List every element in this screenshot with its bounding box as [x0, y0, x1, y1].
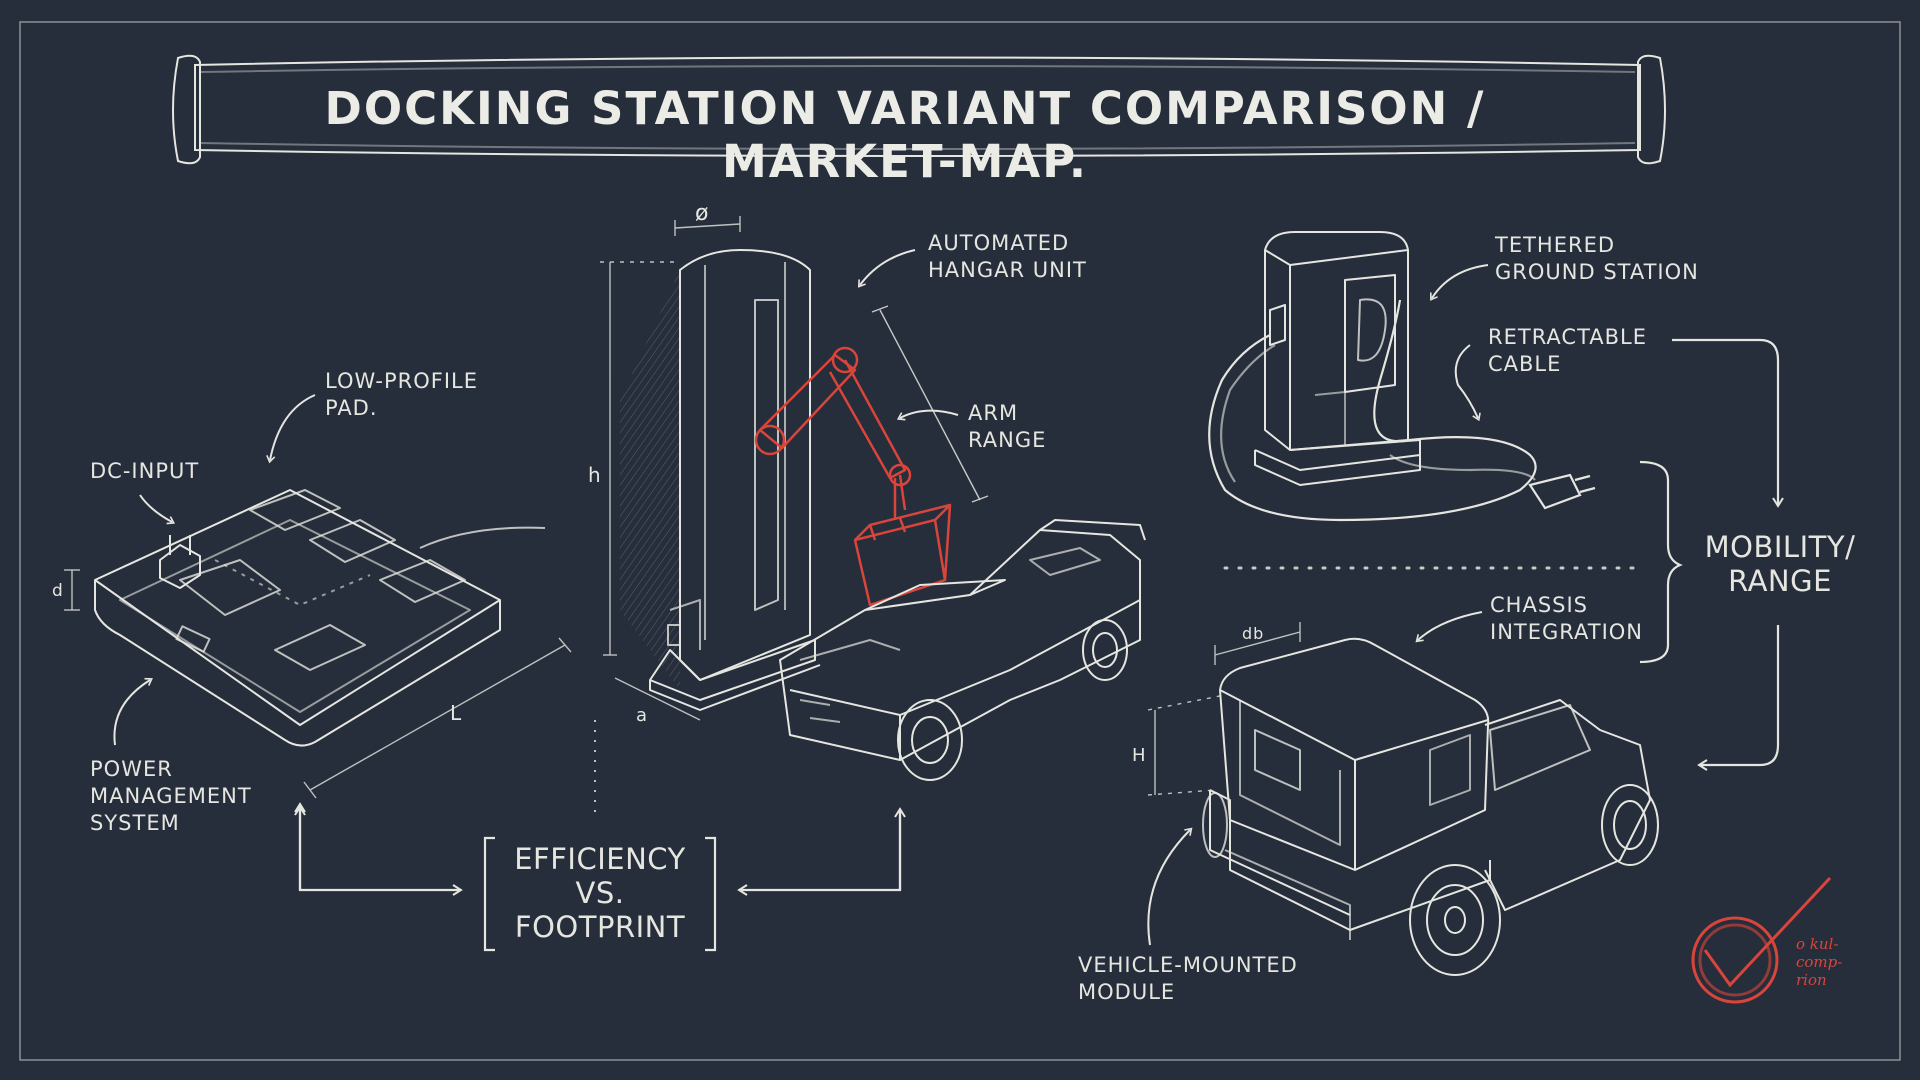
mobility-axis-arrows	[1672, 338, 1784, 771]
checkmark-stamp-icon	[1691, 876, 1832, 1004]
ground-station-icon	[1254, 231, 1421, 486]
label-automated-hangar: AUTOMATED HANGAR UNIT	[928, 231, 1087, 282]
efficiency-axis-arrows	[294, 802, 906, 896]
callout-arrows	[113, 249, 1489, 946]
label-dc-input: DC-INPUT	[90, 459, 200, 483]
tower-dimensions	[600, 216, 741, 721]
label-arm-range: ARM RANGE	[968, 401, 1047, 452]
dim-db: db	[1242, 624, 1265, 643]
dim-width: a	[636, 705, 649, 726]
dim-height: h	[588, 463, 602, 487]
mobility-bracket	[1639, 460, 1683, 664]
axis-efficiency-footprint: EFFICIENCY VS. FOOTPRINT	[514, 842, 686, 944]
axis-mobility-range: MOBILITY/ RANGE	[1704, 530, 1856, 598]
dim-diameter: ø	[695, 201, 710, 226]
pickup-truck-icon	[779, 519, 1146, 781]
dim-length: L	[450, 701, 463, 725]
label-low-profile-pad: LOW-PROFILE PAD.	[325, 369, 478, 420]
suv-vehicle-icon	[1202, 637, 1659, 976]
label-vehicle-mounted: VEHICLE-MOUNTED MODULE	[1078, 953, 1298, 1004]
dim-depth: d	[52, 581, 64, 601]
charging-pad-icon	[94, 489, 546, 747]
hangar-tower-icon	[620, 249, 821, 711]
label-retractable-cable: RETRACTABLE CABLE	[1488, 325, 1648, 376]
label-tethered-station: TETHERED GROUND STATION	[1495, 233, 1699, 284]
scroll-banner-icon	[172, 54, 1666, 165]
robotic-arm-icon	[754, 346, 952, 607]
page-title: DOCKING STATION VARIANT COMPARISON / MAR…	[324, 82, 1486, 188]
pad-dimensions	[64, 569, 572, 799]
efficiency-bracket	[483, 836, 717, 952]
suv-dimensions	[1147, 622, 1301, 796]
dim-H: H	[1132, 745, 1147, 766]
label-chassis-integration: CHASSIS INTEGRATION	[1490, 593, 1644, 644]
stamp-note: o kul- comp- rion	[1796, 935, 1843, 989]
arm-range-line	[871, 305, 989, 503]
label-power-management: POWER MANAGEMENT SYSTEM	[90, 757, 252, 835]
retractable-cable	[1208, 299, 1596, 522]
outer-frame	[19, 21, 1901, 1061]
